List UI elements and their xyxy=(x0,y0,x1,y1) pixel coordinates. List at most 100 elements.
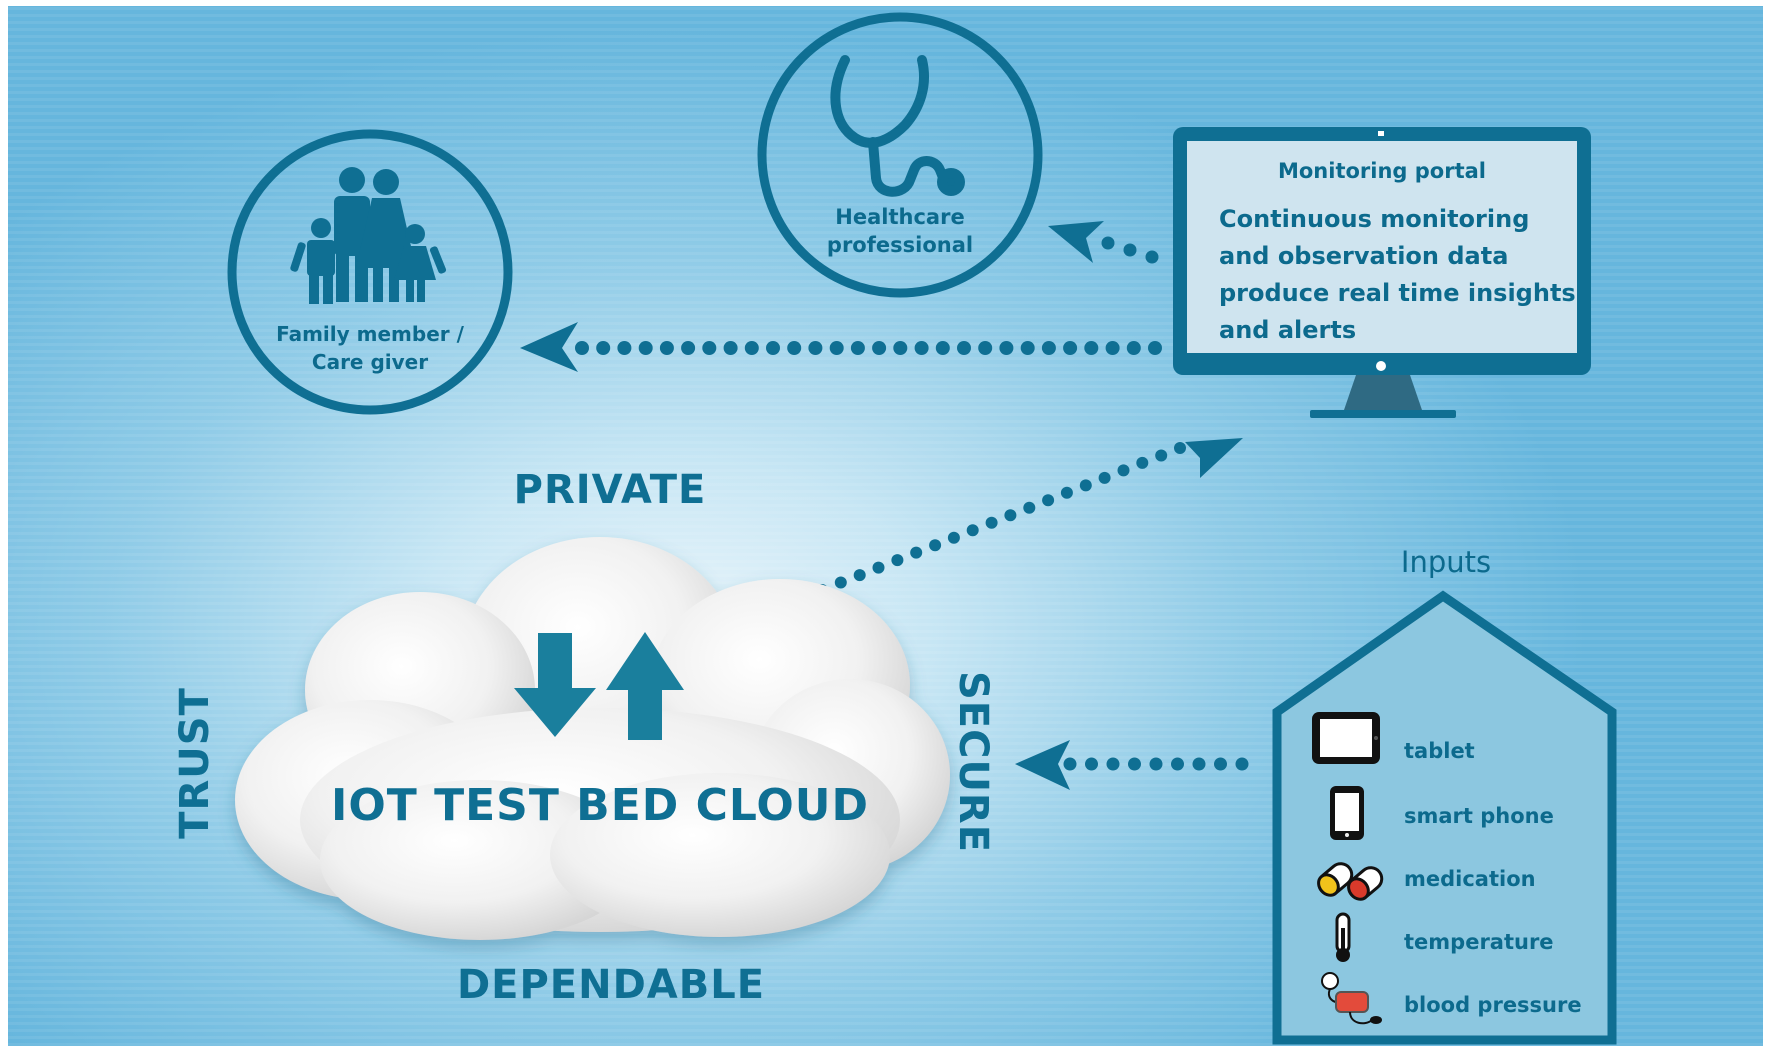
connector-dot xyxy=(1148,341,1162,355)
connector-dot xyxy=(681,341,696,355)
connector-dot xyxy=(1214,757,1227,771)
smartphone-icon xyxy=(1330,786,1364,840)
connector-dot xyxy=(929,539,942,552)
house-shape xyxy=(1272,590,1617,1045)
connector-dot xyxy=(1023,501,1036,514)
input-label-tablet: tablet xyxy=(1404,739,1475,763)
connector-dot xyxy=(834,576,847,589)
connector-dot xyxy=(1123,243,1137,257)
connector-dot xyxy=(999,341,1014,355)
tablet-icon xyxy=(1312,712,1380,764)
connector-dot xyxy=(1101,236,1115,250)
arrow-monitor-to-healthcare xyxy=(1048,221,1159,264)
connector-dot xyxy=(766,341,780,355)
connector-dot xyxy=(1171,757,1184,771)
connector-dot xyxy=(744,341,759,355)
input-label-smartphone: smart phone xyxy=(1404,804,1554,828)
stethoscope-icon xyxy=(830,55,965,197)
connector-dot xyxy=(978,341,993,355)
family-node: Family member / Care giver xyxy=(227,129,513,415)
monitor-stand xyxy=(1344,375,1422,410)
connector-dot xyxy=(1136,456,1149,469)
inputs-house: Inputs tablet smart phone xyxy=(1272,545,1617,1045)
connector-dot xyxy=(1126,341,1141,355)
connector-dot xyxy=(1004,509,1017,522)
connector-dot xyxy=(1098,471,1111,484)
healthcare-label-line1: Healthcare xyxy=(835,205,964,229)
connector-dot xyxy=(1060,486,1073,499)
family-icon xyxy=(290,167,447,304)
connector-dot xyxy=(1084,341,1099,355)
input-label-temperature: temperature xyxy=(1404,930,1554,954)
connector-dot xyxy=(829,341,844,355)
connector-dot xyxy=(910,546,923,559)
healthcare-circle xyxy=(757,12,1043,298)
connector-dot xyxy=(957,341,971,355)
connector-dot xyxy=(1105,341,1120,355)
word-dependable: DEPENDABLE xyxy=(457,962,765,1008)
input-label-blood-pressure: blood pressure xyxy=(1404,993,1582,1017)
connector-dot xyxy=(872,341,887,355)
cloud-transfer-icon xyxy=(514,632,684,740)
connector-dot xyxy=(1174,442,1186,454)
arrowhead-to-healthcare xyxy=(1048,221,1104,263)
connector-dot xyxy=(808,341,823,355)
arrowhead-to-family xyxy=(520,322,578,372)
connector-dot xyxy=(1106,757,1120,771)
word-trust: TRUST xyxy=(172,687,218,839)
connector-dot xyxy=(723,341,738,355)
connector-dot xyxy=(1235,757,1249,771)
monitor-camera xyxy=(1378,131,1384,136)
connector-dot xyxy=(1063,757,1077,771)
connector-dot xyxy=(1079,479,1092,492)
down-arrow-icon xyxy=(514,633,596,737)
monitor-base xyxy=(1310,410,1456,418)
connector-dot xyxy=(1155,449,1168,462)
connector-dot xyxy=(1128,757,1141,771)
connector-dot xyxy=(935,341,950,355)
connector-dot xyxy=(872,561,885,574)
connector-dot xyxy=(985,516,998,529)
connector-dot xyxy=(893,341,908,355)
connector-dot xyxy=(853,569,866,582)
connector-dot xyxy=(638,341,653,355)
pills-icon xyxy=(1317,862,1384,901)
connector-dot xyxy=(617,341,632,355)
input-label-medication: medication xyxy=(1404,867,1536,891)
blood-pressure-icon xyxy=(1321,972,1382,1025)
family-label-line1: Family member / xyxy=(276,322,464,346)
connector-dot xyxy=(659,341,674,355)
arrow-monitor-to-family xyxy=(520,322,1162,372)
monitor-title: Monitoring portal xyxy=(1278,159,1486,183)
connector-dot xyxy=(947,531,960,544)
connector-dot xyxy=(1042,494,1055,507)
connector-dot xyxy=(966,524,979,537)
connector-dot xyxy=(575,341,589,355)
connector-dot xyxy=(914,341,929,355)
monitor-power-led xyxy=(1376,361,1386,371)
connector-dot xyxy=(891,554,904,567)
cloud xyxy=(235,537,950,940)
connector-dot xyxy=(1149,757,1163,771)
connector-dot xyxy=(1063,341,1078,355)
thermometer-icon xyxy=(1335,912,1351,962)
word-secure: SECURE xyxy=(950,671,996,853)
inputs-heading: Inputs xyxy=(1401,545,1491,579)
connector-dot xyxy=(850,341,865,355)
family-circle xyxy=(227,129,513,415)
monitor-line-4: and alerts xyxy=(1219,316,1356,344)
arrowhead-to-monitor xyxy=(1185,438,1243,478)
connector-dot xyxy=(1041,341,1056,355)
arrowhead-to-cloud xyxy=(1015,740,1070,790)
connector-dot xyxy=(1192,757,1206,771)
healthcare-node: Healthcare professional xyxy=(757,12,1043,298)
connector-dot xyxy=(1085,757,1098,771)
connector-dot xyxy=(1145,250,1159,264)
connector-dot xyxy=(596,341,611,355)
arrow-inputs-to-cloud xyxy=(1015,740,1249,790)
monitor-line-1: Continuous monitoring xyxy=(1219,205,1529,233)
monitor: Monitoring portal Continuous monitoring … xyxy=(1173,127,1591,418)
connector-dot xyxy=(702,341,717,355)
